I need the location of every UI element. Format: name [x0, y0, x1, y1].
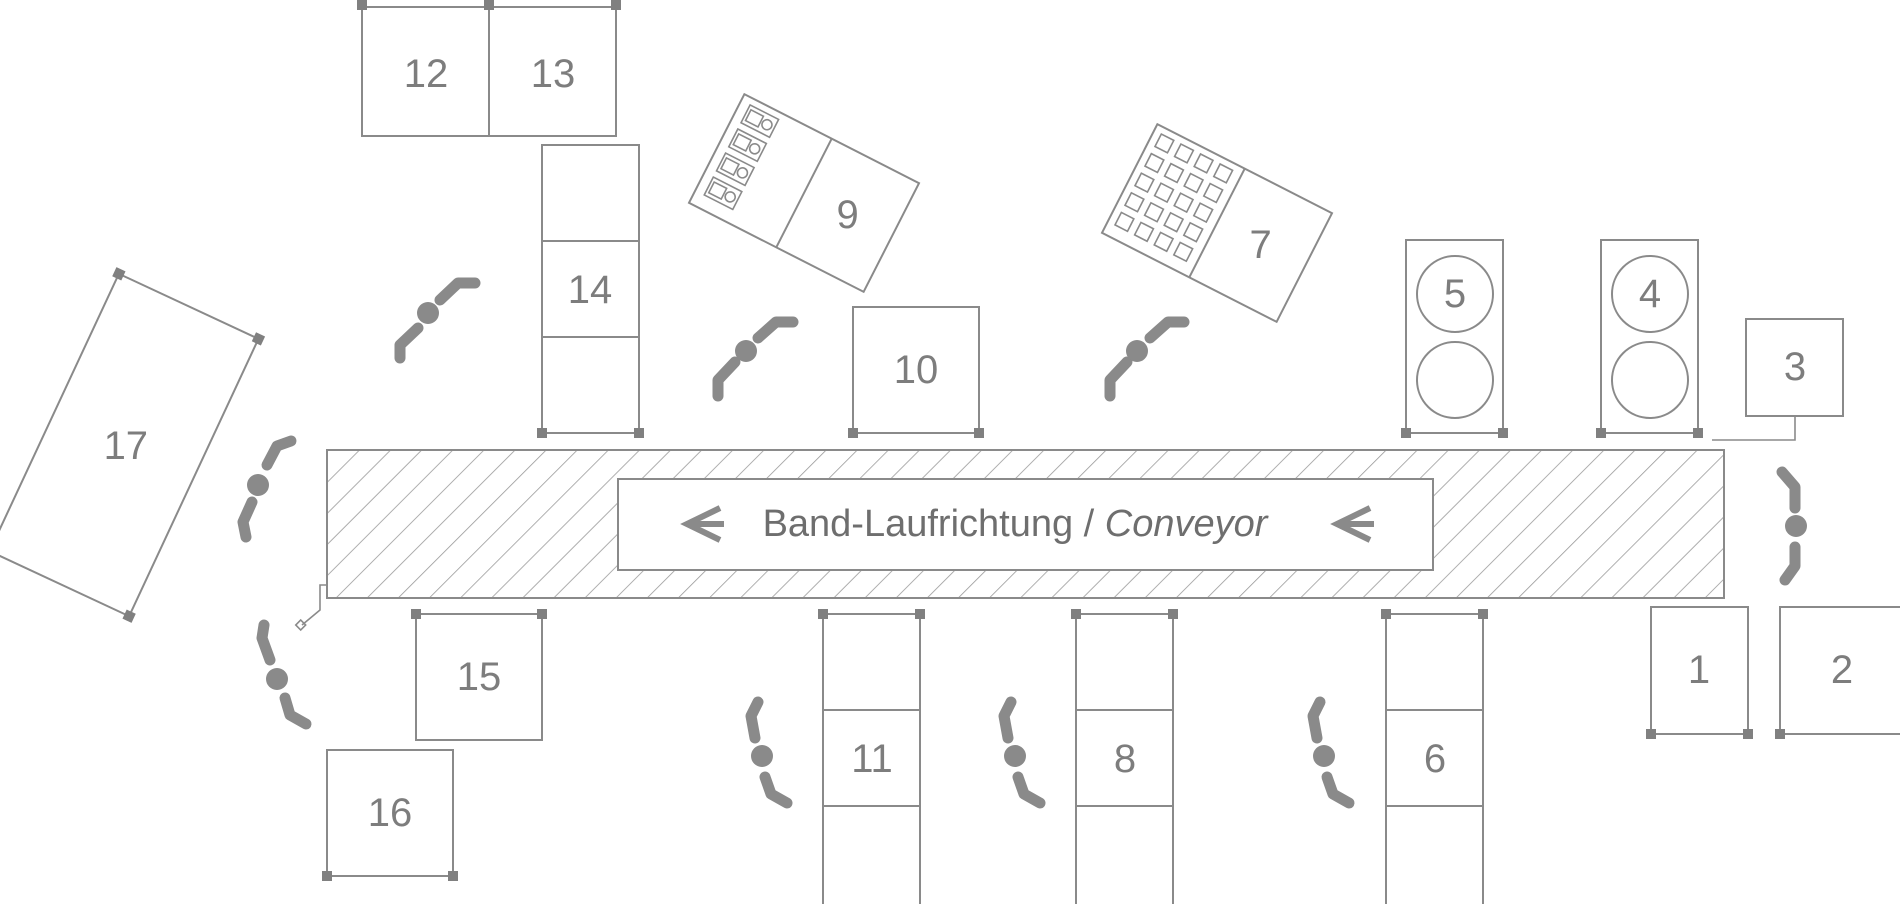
station-14: 14: [537, 144, 644, 438]
station-13-label: 13: [531, 52, 576, 96]
station-12-13: 12 13: [357, 0, 621, 137]
connector-plug: [294, 618, 307, 632]
conveyor: Band-Laufrichtung / Conveyor: [326, 449, 1725, 599]
station-14-label: 14: [568, 268, 613, 312]
anchor-marker: [122, 609, 136, 623]
anchor-marker: [1071, 609, 1081, 619]
station-16: 16: [322, 749, 458, 881]
station-11: 11: [818, 609, 925, 904]
station-2-label: 2: [1831, 648, 1853, 692]
station-12-label: 12: [404, 52, 449, 96]
station-9: 9: [687, 92, 921, 294]
anchor-marker: [611, 0, 621, 10]
station-17: 17: [0, 267, 266, 623]
conveyor-label-box: [617, 478, 1434, 571]
anchor-marker: [1498, 428, 1508, 438]
anchor-marker: [1775, 729, 1785, 739]
station-6-label: 6: [1424, 737, 1446, 781]
anchor-marker: [1168, 609, 1178, 619]
station-3-label: 3: [1784, 345, 1806, 389]
station-6: 6: [1381, 609, 1488, 904]
anchor-marker: [818, 609, 828, 619]
station-5: 5: [1401, 239, 1508, 438]
anchor-marker: [1693, 428, 1703, 438]
anchor-marker: [1401, 428, 1411, 438]
conveyor-direction-label: Band-Laufrichtung / Conveyor: [763, 503, 1269, 545]
station-17-label: 17: [104, 424, 149, 468]
station-3: 3: [1712, 318, 1844, 441]
anchor-marker: [537, 428, 547, 438]
anchor-marker: [537, 609, 547, 619]
station-2: 2: [1775, 606, 1900, 739]
station-10-label: 10: [894, 348, 939, 392]
cable-connector: [301, 584, 327, 626]
operator-icon: [1104, 316, 1190, 402]
operator-icon: [394, 277, 481, 364]
operator-icon: [745, 696, 793, 809]
operator-icon: [1307, 696, 1355, 809]
anchor-marker: [1743, 729, 1753, 739]
anchor-marker: [357, 0, 367, 10]
operator-icon: [712, 316, 799, 402]
station-8-label: 8: [1114, 737, 1136, 781]
operator-icon: [1776, 466, 1807, 586]
anchor-marker: [484, 0, 494, 10]
conveyor-label-main: Band-Laufrichtung /: [763, 503, 1105, 545]
station-15-label: 15: [457, 655, 502, 699]
station-11-label: 11: [851, 737, 893, 781]
anchor-marker: [974, 428, 984, 438]
station-1-label: 1: [1688, 648, 1710, 692]
station-9-label: 9: [837, 193, 859, 237]
anchor-marker: [1596, 428, 1606, 438]
operator-icon: [256, 619, 312, 730]
station-16-label: 16: [368, 791, 413, 835]
station-10: 10: [848, 306, 984, 438]
anchor-marker: [322, 871, 332, 881]
station-4: 4: [1596, 239, 1703, 438]
anchor-marker: [411, 609, 421, 619]
anchor-marker: [1381, 609, 1391, 619]
conveyor-label-italic: Conveyor: [1105, 503, 1269, 545]
station-8: 8: [1071, 609, 1178, 904]
parts-tray: [703, 103, 780, 211]
operator-icon: [998, 696, 1046, 809]
station-4-label: 4: [1639, 272, 1661, 316]
operator-icon: [237, 435, 297, 543]
station-7-label: 7: [1250, 223, 1272, 267]
arrow-left-icon: [1330, 505, 1374, 543]
anchor-marker: [915, 609, 925, 619]
anchor-marker: [251, 332, 266, 346]
anchor-marker: [1646, 729, 1656, 739]
anchor-marker: [448, 871, 458, 881]
station-15: 15: [411, 609, 547, 741]
anchor-marker: [1478, 609, 1488, 619]
anchor-marker: [848, 428, 858, 438]
station-1: 1: [1646, 606, 1753, 739]
anchor-marker: [112, 267, 126, 281]
station-7: 7: [1100, 122, 1334, 324]
anchor-marker: [634, 428, 644, 438]
arrow-left-icon: [680, 505, 724, 543]
operator-positions: [237, 277, 1807, 809]
station-5-label: 5: [1444, 272, 1466, 316]
parts-grid: [1113, 132, 1234, 263]
